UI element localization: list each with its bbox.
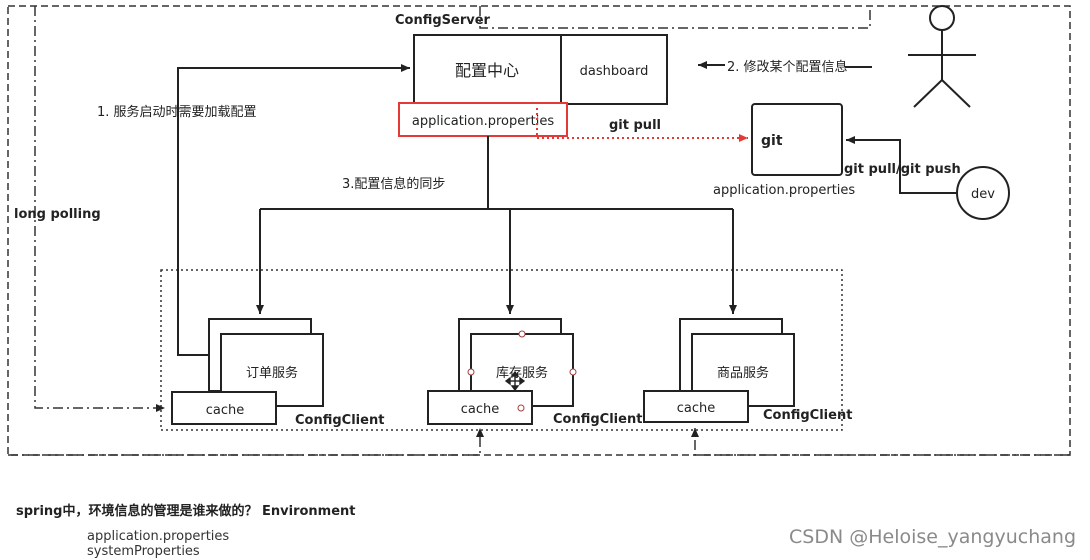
server-properties-label: application.properties — [412, 114, 554, 129]
move-cursor-icon — [504, 370, 526, 392]
client-goods[interactable]: 商品服务 cache ConfigClient — [643, 318, 852, 423]
git-pull-push-label: git pull/git push — [844, 162, 961, 177]
dev-label: dev — [971, 187, 995, 202]
server-properties-box[interactable] — [398, 102, 568, 137]
selection-handle[interactable] — [569, 368, 577, 376]
user-actor-icon — [908, 5, 976, 108]
client-cache-label: cache — [677, 401, 716, 416]
step3-label: 3.配置信息的同步 — [342, 176, 445, 192]
environment-question: spring中，环境信息的管理是谁来做的？ Environment — [16, 504, 356, 519]
config-server-boundary-right — [479, 6, 871, 29]
long-polling-return-line-right — [691, 428, 1070, 456]
client-cache-box[interactable] — [171, 391, 277, 425]
git-pull-arrow — [536, 108, 748, 142]
config-center-box[interactable] — [413, 34, 562, 105]
selection-handle[interactable] — [467, 368, 475, 376]
client-config-label: ConfigClient — [763, 408, 852, 423]
dev-to-git-arrow — [846, 136, 958, 194]
clients-dotted-frame — [160, 269, 843, 431]
client-service-label: 订单服务 — [246, 365, 298, 381]
dev-node[interactable] — [956, 166, 1010, 220]
watermark: CSDN @Heloise_yangyuchang — [789, 526, 1076, 548]
git-properties-label: application.properties — [713, 183, 855, 198]
long-polling-return-line — [8, 428, 484, 456]
environment-source-item: systemProperties — [87, 544, 200, 559]
selection-handle[interactable] — [517, 404, 525, 412]
client-cache-label: cache — [461, 402, 500, 417]
client-service-label: 库存服务 — [496, 365, 548, 381]
config-server-boundary — [34, 6, 165, 412]
client-config-label: ConfigClient — [553, 412, 642, 427]
config-server-title: ConfigServer — [395, 13, 491, 28]
client-order[interactable]: 订单服务 cache ConfigClient — [171, 318, 384, 428]
git-pull-label: git pull — [609, 118, 661, 133]
git-label: git — [761, 133, 783, 149]
client-cache-box[interactable] — [643, 390, 749, 423]
dashboard-label: dashboard — [580, 64, 649, 79]
dashboard-box[interactable] — [560, 34, 668, 105]
step1-arrow — [177, 64, 410, 356]
client-config-label: ConfigClient — [295, 413, 384, 428]
config-center-label: 配置中心 — [455, 61, 519, 80]
git-box[interactable] — [751, 103, 843, 176]
step1-label: 1. 服务启动时需要加载配置 — [97, 104, 257, 120]
selection-handle[interactable] — [518, 330, 526, 338]
step2-label: 2. 修改某个配置信息 — [727, 59, 848, 75]
client-cache-box[interactable] — [427, 390, 533, 425]
environment-source-item: application.properties — [87, 529, 230, 544]
outer-dashed-frame — [7, 5, 1071, 456]
long-polling-label: long polling — [14, 207, 101, 222]
environment-sources-list: application.properties systemProperties — [87, 529, 229, 559]
client-service-label: 商品服务 — [717, 365, 769, 381]
client-cache-label: cache — [206, 403, 245, 418]
client-stock[interactable]: 库存服务 cache ConfigClient — [427, 318, 642, 427]
